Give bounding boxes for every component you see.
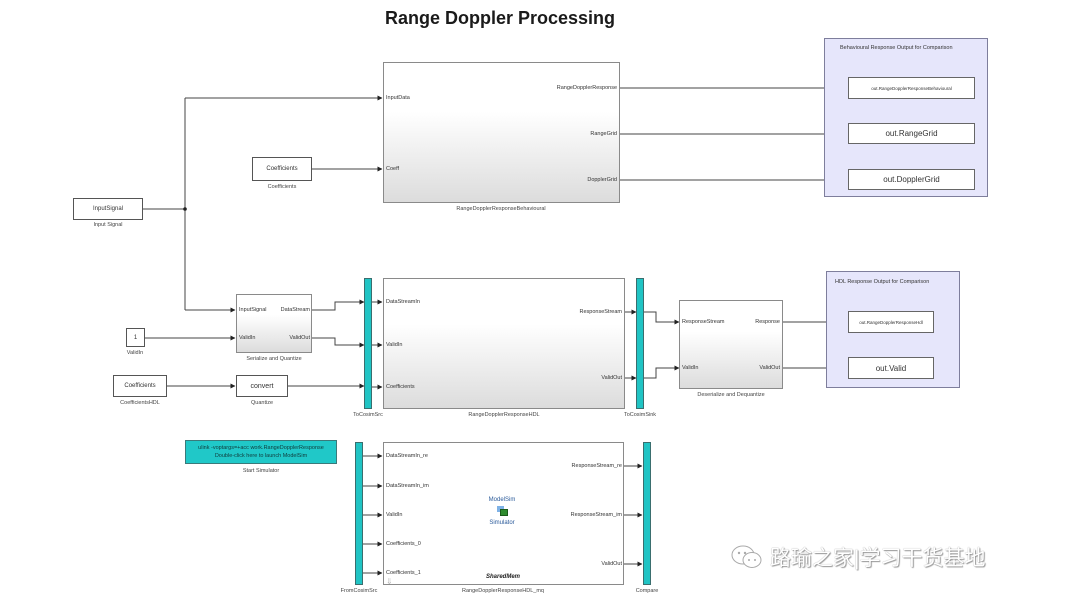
port-mq-in-1: DataStreamIn_im [386, 483, 429, 489]
to-cosim-src-label: ToCosimSrc [353, 412, 383, 418]
sink-dopplergrid[interactable]: out.DopplerGrid [848, 169, 975, 190]
port-hdl-coefficients: Coefficients [386, 384, 415, 390]
from-cosim-src-bar[interactable] [355, 442, 363, 585]
compare-bar[interactable] [643, 442, 651, 585]
port-dopplergrid: DopplerGrid [587, 177, 617, 183]
coefficients-hdl-text: Coefficients [124, 383, 156, 389]
port-datastream: DataStream [280, 307, 310, 313]
sink-text: out.Valid [875, 363, 907, 373]
modelsim-icon-top: ModelSim [488, 497, 516, 503]
to-cosim-sink-bar[interactable] [636, 278, 644, 409]
port-mq-in-4: Coefficients_1 [386, 570, 421, 576]
sink-text: out.RangeDopplerResponseBehavioural [871, 85, 952, 91]
modelsim-icon [497, 506, 508, 516]
sink-text: out.RangeDopplerResponseHdl [859, 319, 923, 325]
port-response: Response [755, 319, 780, 325]
port-validin: ValidIn [239, 335, 256, 341]
to-cosim-sink-label: ToCosimSink [623, 412, 657, 418]
hdl-label: RangeDopplerResponseHDL [468, 412, 540, 418]
port-mq-out-2: ValidOut [601, 561, 622, 567]
down-arrow-icon: ⇓ [386, 577, 393, 586]
quantize-block[interactable]: convert [236, 375, 288, 397]
coefficients-label: Coefficients [267, 184, 297, 190]
start-simulator-hint: Double-click here to launch ModelSim [214, 453, 308, 459]
wire-validout [312, 337, 365, 348]
wire-datastream [312, 299, 365, 311]
behavioural-label: RangeDopplerResponseBehavioural [456, 206, 546, 212]
port-mq-in-2: ValidIn [386, 512, 403, 518]
port-hdl-validout: ValidOut [601, 375, 622, 381]
port-coeff: Coeff [386, 166, 400, 172]
coefficients-block[interactable]: Coefficients [252, 157, 312, 181]
port-deser-validout: ValidOut [759, 365, 780, 371]
coefficients-hdl-block[interactable]: Coefficients [113, 375, 167, 397]
port-hdl-validin: ValidIn [386, 342, 403, 348]
behavioural-subsystem[interactable] [383, 62, 620, 203]
hdl-subsystem[interactable] [383, 278, 625, 409]
deserialize-label: Deserialize and Dequantize [697, 392, 765, 398]
wire-sink-resp [644, 311, 680, 325]
start-simulator-command: ulink -voptargs=+acc work.RangeDopplerRe… [198, 445, 324, 451]
compare-label: Compare [635, 588, 659, 594]
to-cosim-src-bar[interactable] [364, 278, 372, 409]
branch-point [183, 207, 187, 211]
port-deser-validin: ValidIn [682, 365, 699, 371]
hdl-area-title: HDL Response Output for Comparison [835, 279, 930, 285]
port-mq-out-1: ResponseStream_im [570, 512, 622, 518]
port-inputdata: InputData [386, 95, 410, 101]
sink-rangegrid[interactable]: out.RangeGrid [848, 123, 975, 144]
port-rangedopplerresponse: RangeDopplerResponse [556, 85, 617, 91]
serialize-label: Serialize and Quantize [246, 356, 302, 362]
behavioural-area-title: Behavioural Response Output for Comparis… [840, 45, 953, 51]
sink-text: out.RangeGrid [885, 129, 938, 138]
port-mq-in-3: Coefficients_0 [386, 541, 421, 547]
port-validout: ValidOut [289, 335, 310, 341]
diagram-title: Range Doppler Processing [384, 8, 616, 28]
input-signal-label: Input Signal [93, 222, 123, 228]
watermark: 路瑜之家|学习干货基地 [730, 542, 985, 572]
port-datastreamin: DataStreamIn [386, 299, 420, 305]
from-cosim-src-label: FromCosimSrc [340, 588, 378, 594]
port-rangegrid: RangeGrid [590, 131, 617, 137]
coefficients-text: Coefficients [266, 166, 298, 172]
cosim-mq-label: RangeDopplerResponseHDL_mq [462, 588, 544, 594]
wire-sink-valid [644, 365, 680, 379]
sink-text: out.DopplerGrid [883, 175, 940, 184]
start-simulator-label: Start Simulator [242, 468, 280, 474]
coefficients-hdl-label: CoefficientsHDL [120, 400, 160, 406]
validin-label: ValidIn [126, 350, 144, 356]
quantize-label: Quantize [250, 400, 274, 406]
start-simulator-button[interactable]: ulink -voptargs=+acc work.RangeDopplerRe… [185, 440, 337, 464]
port-deser-responsestream: ResponseStream [682, 319, 725, 325]
input-signal-text: InputSignal [92, 206, 124, 212]
serialize-quantize-subsystem[interactable] [236, 294, 312, 353]
port-mq-out-0: ResponseStream_re [571, 463, 622, 469]
deserialize-subsystem[interactable] [679, 300, 783, 389]
sink-valid[interactable]: out.Valid [848, 357, 934, 379]
sink-rangedopplerresponse-hdl[interactable]: out.RangeDopplerResponseHdl [848, 311, 934, 333]
modelsim-icon-bottom: Simulator [489, 520, 515, 526]
validin-constant[interactable]: 1 [126, 328, 145, 347]
input-signal-block[interactable]: InputSignal [73, 198, 143, 220]
sink-rangedopplerresponse-behavioural[interactable]: out.RangeDopplerResponseBehavioural [848, 77, 975, 99]
port-responsestream: ResponseStream [579, 309, 623, 315]
port-inputsignal: InputSignal [239, 307, 267, 313]
quantize-text: convert [250, 382, 274, 390]
shared-mem-label: SharedMem [486, 574, 521, 580]
port-mq-in-0: DataStreamIn_re [386, 453, 428, 459]
wechat-icon [731, 545, 762, 568]
constant-value: 1 [133, 334, 138, 341]
watermark-text: 路瑜之家|学习干货基地 [770, 547, 986, 570]
